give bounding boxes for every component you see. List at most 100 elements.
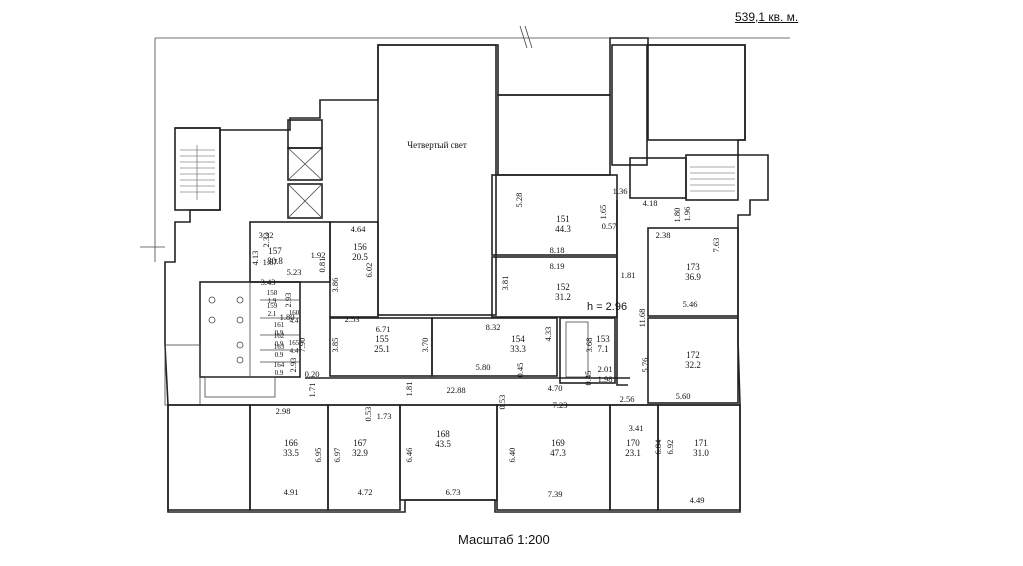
dimension-label: 6.71 <box>376 324 391 334</box>
room-number-158: 158 <box>267 289 278 297</box>
room-area-152: 31.2 <box>555 292 571 302</box>
dimension-label: 22.88 <box>446 385 465 395</box>
dimension-label: 3.86 <box>330 278 340 293</box>
dimension-label: 5.28 <box>514 193 524 208</box>
room-area-157: 80.8 <box>267 256 283 266</box>
room-number-164: 164 <box>274 361 285 369</box>
room-area-164: 0.9 <box>275 369 284 377</box>
room-number-153: 153 <box>596 334 610 344</box>
room-number-172: 172 <box>686 350 700 360</box>
room-area-154: 33.3 <box>510 344 526 354</box>
dimension-label: 0.45 <box>515 363 525 378</box>
room-number-173: 173 <box>686 262 700 272</box>
room-area-161: 0.9 <box>275 329 284 337</box>
dimension-label: 4.70 <box>548 383 563 393</box>
building-outline <box>164 37 769 513</box>
dimension-label: 1.81 <box>621 270 636 280</box>
upper-right-corridor <box>611 44 648 166</box>
room-area-151: 44.3 <box>555 224 571 234</box>
dimension-label: 2.93 <box>288 358 298 373</box>
dimension-label: 4.64 <box>351 224 367 234</box>
break-mark-top <box>519 25 528 49</box>
right-stair-steps <box>690 166 735 192</box>
room-165-left-outline <box>167 404 251 511</box>
room-number-171: 171 <box>694 438 708 448</box>
room-number-163: 163 <box>274 343 285 351</box>
room-156-outline <box>329 221 379 318</box>
elevator-shaft-2 <box>287 183 323 219</box>
dimension-label: 1.81 <box>404 382 414 397</box>
room-area-173: 36.9 <box>685 272 701 282</box>
room-area-163: 0.9 <box>275 351 284 359</box>
room-153-fixture <box>565 321 589 378</box>
dimension-label: 4.72 <box>358 487 373 497</box>
room-number-170: 170 <box>626 438 640 448</box>
dimension-label: 5.23 <box>287 267 302 277</box>
dimension-label: 6.40 <box>507 448 517 463</box>
dimension-label: 1.92 <box>311 250 326 260</box>
dimension-label: 0.20 <box>305 369 320 379</box>
dimension-label: 5.80 <box>476 362 491 372</box>
right-stair-landing <box>629 157 687 199</box>
room-area-171: 31.0 <box>693 448 709 458</box>
room-173-outline <box>647 227 739 317</box>
dimension-label: 0.53 <box>497 395 507 410</box>
room-area-167: 32.9 <box>352 448 368 458</box>
dimension-label: 2.93 <box>283 293 293 308</box>
dimension-label: 4.91 <box>284 487 299 497</box>
dimension-label: 8.32 <box>486 322 501 332</box>
room-171-outline <box>657 404 741 511</box>
dimension-label: 0.45 <box>583 371 593 386</box>
atrium-void <box>377 44 497 316</box>
room-labels: 15780.815620.515144.315231.215525.115433… <box>267 214 710 458</box>
left-service-room <box>164 344 201 406</box>
dimension-label: 3.41 <box>629 423 644 433</box>
dimension-label: 7.39 <box>548 489 563 499</box>
upper-room-block <box>497 94 611 176</box>
room-area-159: 2.1 <box>268 310 277 318</box>
dimension-label: 6.84 <box>653 439 663 455</box>
dimension-label: 1.98 <box>598 374 613 384</box>
dimension-label: 6.92 <box>665 440 675 455</box>
dimension-label: 0.53 <box>363 407 373 422</box>
dimension-label: 6.95 <box>313 448 323 463</box>
dimension-label: 7.23 <box>553 400 568 410</box>
left-staircase <box>174 127 221 211</box>
room-number-169: 169 <box>551 438 565 448</box>
room-area-172: 32.2 <box>685 360 701 370</box>
dimension-label: 1.36 <box>613 186 628 196</box>
room-number-161: 161 <box>274 321 285 329</box>
dimension-label: 1.67 <box>263 257 278 267</box>
dimension-label: 7.63 <box>711 238 721 253</box>
dimension-label: 6.73 <box>446 487 461 497</box>
room-area-165: 4.4 <box>290 347 299 355</box>
room-number-166: 166 <box>284 438 298 448</box>
dimension-label: 8.19 <box>550 261 565 271</box>
room-number-154: 154 <box>511 334 525 344</box>
dimension-label: 1.80 <box>672 208 682 223</box>
room-154-outline <box>431 317 558 377</box>
dimension-label: 4.13 <box>250 251 260 266</box>
dimension-label: 5.60 <box>676 391 691 401</box>
dimension-label: 2.01 <box>598 364 613 374</box>
scale-label: Масштаб 1:200 <box>458 532 550 547</box>
vanity-counter <box>204 376 276 398</box>
dimension-label: 5.46 <box>683 299 698 309</box>
dimension-label: 0.81 <box>317 258 327 273</box>
room-number-155: 155 <box>375 334 389 344</box>
dimension-label: 2.56 <box>620 394 635 404</box>
dimension-label: 6.46 <box>404 448 414 463</box>
dimension-label: 6.02 <box>364 263 374 278</box>
dimension-label: 6.97 <box>332 448 342 463</box>
corridor-right-wall <box>616 200 628 386</box>
dimension-label: 4.49 <box>690 495 705 505</box>
room-number-151: 151 <box>556 214 570 224</box>
room-172-outline <box>647 317 739 404</box>
dimension-label: 1.71 <box>307 383 317 398</box>
dimension-label: 4.33 <box>543 327 553 342</box>
dimension-label: 2.53 <box>345 314 360 324</box>
dimension-label: 3.32 <box>259 230 274 240</box>
room-area-168: 43.5 <box>435 439 451 449</box>
break-mark-top-2 <box>524 25 533 49</box>
